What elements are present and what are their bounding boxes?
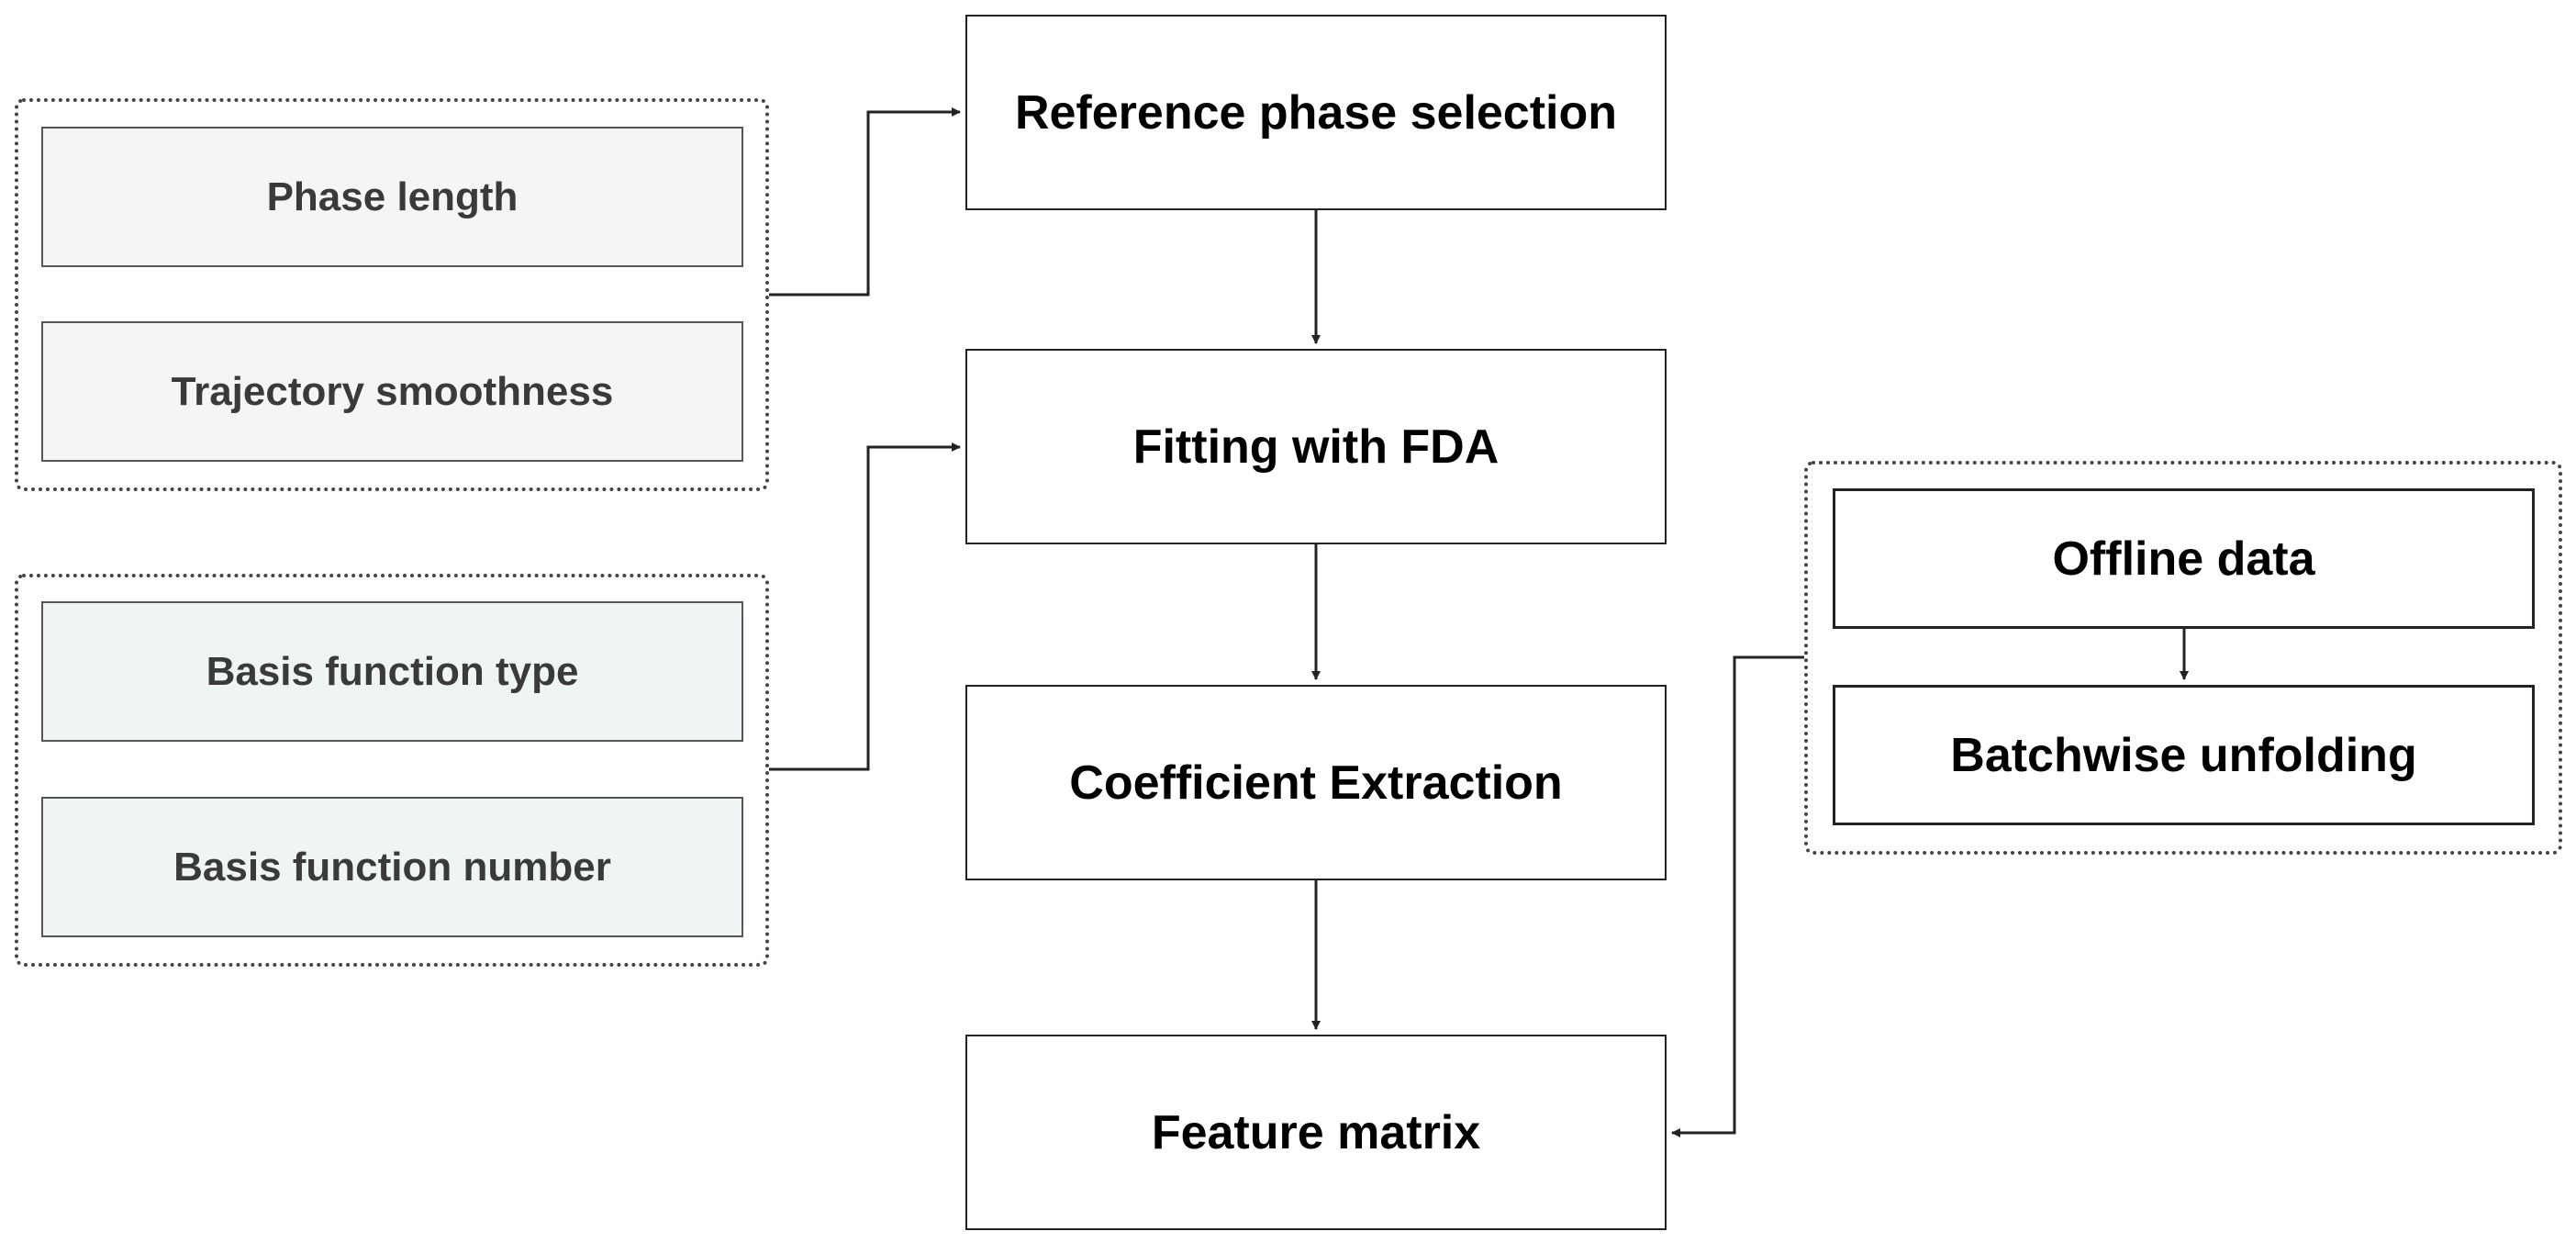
connector-basis-params-to-fitting xyxy=(769,442,961,771)
reference-params-group xyxy=(15,98,769,491)
reference-phase-selection-label: Reference phase selection xyxy=(1014,85,1618,140)
fitting-with-fda-box: Fitting with FDA xyxy=(965,349,1667,544)
basis-params-group xyxy=(15,574,769,967)
fitting-with-fda-label: Fitting with FDA xyxy=(1132,420,1500,474)
basis-function-type-label: Basis function type xyxy=(206,648,579,694)
offline-data-box: Offline data xyxy=(1833,488,2535,629)
basis-function-number-box: Basis function number xyxy=(41,797,743,937)
coefficient-extraction-box: Coefficient Extraction xyxy=(965,685,1667,880)
connector-reference-params-to-reference-phase xyxy=(769,107,961,297)
batchwise-unfolding-label: Batchwise unfolding xyxy=(1950,728,2417,782)
connector-data-group-to-feature-matrix xyxy=(1671,655,1804,1137)
feature-matrix-label: Feature matrix xyxy=(1151,1105,1481,1159)
coefficient-extraction-label: Coefficient Extraction xyxy=(1069,756,1563,810)
phase-length-label: Phase length xyxy=(266,174,519,219)
trajectory-smoothness-box: Trajectory smoothness xyxy=(41,321,743,462)
data-group xyxy=(1804,461,2562,855)
basis-function-number-label: Basis function number xyxy=(173,844,611,890)
phase-length-box: Phase length xyxy=(41,127,743,267)
reference-phase-selection-box: Reference phase selection xyxy=(965,15,1667,210)
trajectory-smoothness-label: Trajectory smoothness xyxy=(171,368,614,414)
batchwise-unfolding-box: Batchwise unfolding xyxy=(1833,685,2535,825)
feature-matrix-box: Feature matrix xyxy=(965,1035,1667,1230)
basis-function-type-box: Basis function type xyxy=(41,601,743,742)
offline-data-label: Offline data xyxy=(2052,532,2315,586)
